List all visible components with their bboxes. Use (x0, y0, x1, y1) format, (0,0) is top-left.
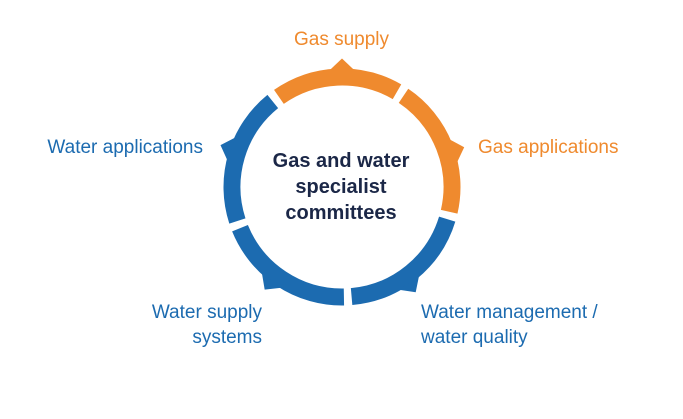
label-water-management-line-1: Water management / (421, 302, 598, 323)
label-water-supply-line-2: systems (192, 327, 262, 348)
arc-water-supply-arrow (261, 272, 282, 290)
label-water-management: Water management / water quality (421, 300, 598, 350)
label-gas-applications-text: Gas applications (478, 137, 619, 158)
arc-water-applications (223, 94, 279, 224)
center-title-line-1: Gas and water (272, 150, 410, 172)
arc-water-applications-arrow (220, 137, 236, 161)
arc-gas-applications (398, 88, 461, 214)
arc-gas-supply-arrow (329, 58, 355, 71)
label-gas-applications: Gas applications (478, 135, 618, 160)
arc-water-supply (232, 224, 345, 306)
label-water-supply-line-1: Water supply (151, 302, 262, 323)
label-water-applications-text: Water applications (47, 137, 203, 158)
center-title-line-2: specialist (295, 176, 387, 198)
label-gas-supply: Gas supply (0, 27, 683, 52)
center-title: Gas and water specialist committees (251, 148, 431, 226)
label-water-applications: Water applications (0, 135, 203, 160)
arc-water-management-arrow (398, 275, 420, 293)
label-water-supply: Water supply systems (100, 300, 262, 350)
center-title-line-3: committees (285, 202, 397, 224)
label-gas-supply-text: Gas supply (293, 29, 390, 50)
label-water-management-line-2: water quality (421, 327, 528, 348)
arc-gas-applications-arrow (449, 139, 465, 163)
arc-gas-supply (274, 68, 402, 104)
arc-water-management (350, 216, 456, 306)
